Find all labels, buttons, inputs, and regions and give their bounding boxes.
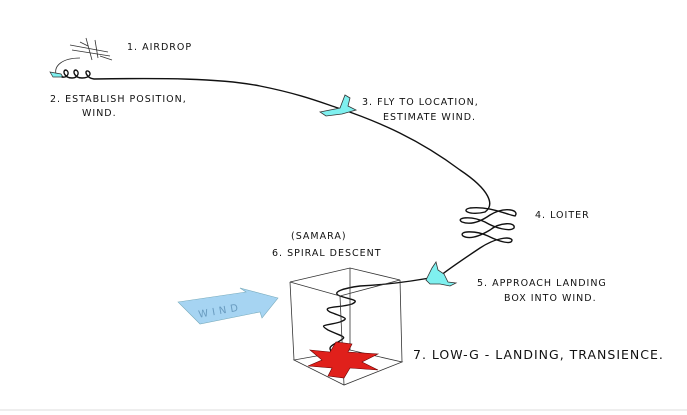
vehicle-drop-icon bbox=[49, 71, 64, 78]
step-3-label: 3. FLY TO LOCATION, bbox=[362, 97, 479, 108]
step-1-label: 1. AIRDROP bbox=[127, 42, 192, 53]
step-2-label: 2. ESTABLISH POSITION, bbox=[50, 94, 187, 105]
vehicle-approach-icon bbox=[425, 261, 458, 287]
step-2-label-cont: WIND. bbox=[82, 108, 117, 119]
flight-path bbox=[61, 69, 517, 353]
step-7-label: 7. LOW-G - LANDING, TRANSIENCE. bbox=[413, 347, 664, 362]
step-4-label: 4. LOITER bbox=[535, 210, 590, 221]
landing-target-x-icon bbox=[307, 341, 380, 379]
drop-arc bbox=[55, 57, 81, 75]
step-5-label: 5. APPROACH LANDING bbox=[477, 278, 607, 289]
vehicle-cruise-icon bbox=[318, 94, 358, 117]
step-6-note: (SAMARA) bbox=[291, 231, 347, 242]
step-6-label: 6. SPIRAL DESCENT bbox=[272, 248, 382, 259]
airplane-icon bbox=[69, 37, 113, 61]
wind-arrow: WIND bbox=[177, 287, 279, 325]
landing-box bbox=[289, 267, 404, 386]
step-3-label-cont: ESTIMATE WIND. bbox=[383, 112, 476, 123]
step-5-label-cont: BOX INTO WIND. bbox=[504, 293, 597, 304]
